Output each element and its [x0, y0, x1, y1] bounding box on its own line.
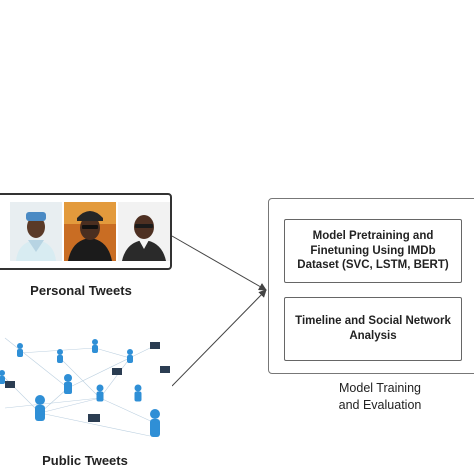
personal-tweets-label: Personal Tweets [30, 283, 132, 298]
man-portrait-icon [10, 202, 62, 261]
module-caption-line-2: and Evaluation [338, 397, 422, 412]
portrait-1 [10, 202, 62, 261]
timeline-analysis-step-box: Timeline and Social Network Analysis [284, 297, 462, 361]
module-caption: Model Training and Evaluation [300, 380, 460, 414]
pretraining-step-box: Model Pretraining and Finetuning Using I… [284, 219, 462, 283]
model-training-module: Model Pretraining and Finetuning Using I… [268, 198, 474, 374]
public-tweets-network [0, 318, 172, 446]
personal-tweets-photos [0, 193, 172, 270]
man-portrait-icon [118, 202, 170, 261]
module-caption-line-1: Model Training [339, 381, 421, 395]
public-to-model-arrow [171, 289, 267, 387]
portrait-3 [118, 202, 170, 261]
pretraining-step-line-2: Finetuning Using IMDb [310, 244, 436, 257]
pretraining-step-line-1: Model Pretraining and [312, 229, 434, 242]
personal-to-model-arrow [171, 235, 267, 291]
public-tweets-label: Public Tweets [42, 453, 128, 468]
portrait-2 [64, 202, 116, 261]
social-network-icon [0, 337, 170, 437]
pretraining-step-line-3: Dataset (SVC, LSTM, BERT) [297, 259, 449, 272]
man-portrait-icon [64, 202, 116, 261]
timeline-step-line-2: Analysis [349, 330, 397, 342]
timeline-step-line-1: Timeline and Social Network [295, 315, 451, 328]
